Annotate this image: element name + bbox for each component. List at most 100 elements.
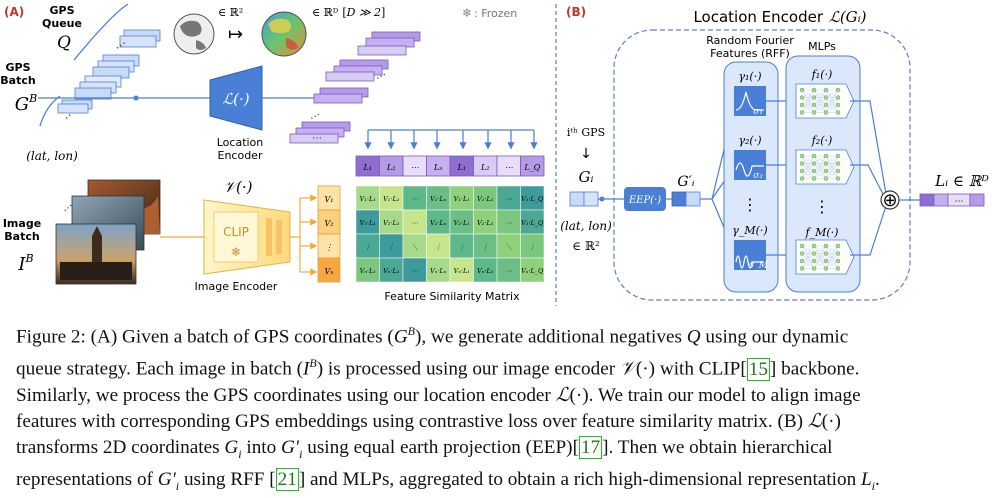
v-cell-0: V₁	[317, 185, 341, 211]
v-label-1: V₂	[325, 219, 334, 228]
matrix-cell-0-7: V₁·L_Q	[520, 185, 545, 211]
mlp-net-1	[795, 149, 855, 185]
matrix-cell-1-7: V₂·L_Q	[520, 209, 545, 235]
v-label-0: V₁	[325, 195, 334, 204]
svg-text:γ_M(·): γ_M(·)	[732, 224, 767, 237]
matrix-cell-1-1: V₂·L₂	[379, 209, 404, 235]
caption-line-6: representations of G′i using RFF [21] an…	[16, 467, 880, 493]
gps-batch-stack	[57, 99, 93, 114]
gps-queue-label-1: GPS	[49, 4, 74, 17]
matrix-label-2-5: ⋮	[482, 243, 489, 251]
l-label-0: L₁	[362, 163, 372, 172]
figure-diagram: (A) ❄ : Frozen GPS Queue Q GPS Batch GB …	[0, 3, 989, 306]
clip-label: CLIP	[223, 225, 249, 239]
matrix-cell-0-4: V₁·L₁	[449, 185, 474, 211]
frozen-label: : Frozen	[474, 7, 517, 20]
matrix-label-0-7: V₁·L_Q	[521, 195, 544, 203]
matrix-cell-0-3: V₁·Lₙ	[426, 185, 451, 211]
location-encoder-block: ℒ(·)	[209, 65, 263, 131]
matrix-cell-2-5: ⋮	[473, 233, 498, 259]
latlon-a: (lat, lon)	[26, 149, 78, 163]
matrix-label-1-1: V₂·L₂	[383, 219, 400, 227]
caption-line-2: queue strategy. Each image in batch (IB)…	[16, 356, 860, 381]
batch-dot	[133, 95, 139, 101]
li-label: Lᵢ ∈ ℝᴰ	[934, 172, 989, 190]
matrix-label-3-6: ⋯	[506, 267, 513, 275]
l-cell-7: L_Q	[520, 155, 545, 177]
encoder-to-v-arrows	[290, 194, 318, 276]
matrix-cell-3-5: Vₙ·L₂	[473, 257, 498, 283]
image-encoder-symbol: 𝒱(·)	[224, 178, 253, 196]
matrix-label-3-3: Vₙ·Lₙ	[430, 267, 447, 275]
v-label-3: Vₙ	[324, 267, 333, 276]
v-cell-3: Vₙ	[317, 257, 341, 283]
l-label-4: L₁	[456, 163, 466, 172]
matrix-cell-0-1: V₁·L₂	[379, 185, 404, 211]
matrix-label-3-1: Vₙ·L₂	[383, 267, 400, 275]
matrix-label-1-6: ⋯	[506, 219, 513, 227]
gi-prime-label: G′ᵢ	[677, 174, 694, 190]
matrix-cell-1-0: V₂·L₁	[355, 209, 380, 235]
mlps-title: MLPs	[808, 40, 836, 53]
matrix-cell-0-5: V₁·L₂	[473, 185, 498, 211]
queue-brace	[73, 3, 129, 61]
location-encoder-container	[613, 29, 911, 301]
mlp-f1: f₁(·)	[811, 68, 833, 81]
matrix-label-0-1: V₁·L₂	[383, 195, 400, 203]
matrix-cell-3-6: ⋯	[496, 257, 521, 283]
matrix-cell-1-2: ⋯	[402, 209, 427, 235]
image-batch-label-1: Image	[3, 217, 41, 230]
rff-title-2: Features (RFF)	[710, 47, 790, 60]
matrix-cell-0-0: V₁·L₁	[355, 185, 380, 211]
panel-a-label: (A)	[4, 5, 24, 19]
gi-vector	[569, 191, 599, 207]
oplus-icon: ⊕	[882, 190, 897, 211]
matrix-cell-2-4: ⋮	[449, 233, 474, 259]
v-cell-2: ⋮	[317, 233, 341, 259]
matrix-cell-2-0: ⋮	[355, 233, 380, 259]
l-cell-5: L₂	[473, 155, 498, 177]
mlp-networks	[795, 83, 855, 275]
figure-caption: Figure 2: (A) Given a batch of GPS coord…	[16, 318, 996, 498]
matrix-cell-1-3: V₂·Lₙ	[426, 209, 451, 235]
svg-text:γ₂(·): γ₂(·)	[738, 134, 761, 147]
matrix-cell-2-3: ⋮	[426, 233, 451, 259]
rff-title-1: Random Fourier	[706, 34, 794, 47]
matrix-cell-0-6: ⋯	[496, 185, 521, 211]
matrix-cell-0-2: ⋯	[402, 185, 427, 211]
l-label-2: ⋯	[411, 163, 419, 172]
embed-to-l-arrows	[364, 129, 538, 150]
gps-batch-label-1: GPS	[5, 61, 30, 74]
matrix-label-0-6: ⋯	[506, 195, 513, 203]
rff-gamma-2: γ₂(·) σ₂	[734, 134, 766, 181]
wave-icon-1	[735, 91, 764, 111]
l-cell-3: Lₙ	[426, 155, 451, 177]
caption-line-3: Similarly, we process the GPS coordinate…	[16, 384, 861, 406]
matrix-cell-3-2: ⋯	[402, 257, 427, 283]
world-map-icon	[261, 11, 307, 57]
matrix-cell-1-4: V₂·L₁	[449, 209, 474, 235]
matrix-label-1-2: ⋯	[412, 219, 419, 227]
mlp-vdots: ⋮	[814, 197, 830, 216]
matrix-label-0-4: V₁·L₁	[454, 195, 470, 203]
snowflake-icon: ❄	[462, 6, 472, 20]
location-embedding-stack	[289, 31, 421, 144]
caption-line-4: features with corresponding GPS embeddin…	[16, 410, 841, 432]
l-label-3: Lₙ	[433, 163, 443, 172]
eep-label: EEP(·)	[628, 195, 661, 206]
gi-label: Gᵢ	[579, 168, 594, 186]
matrix-cell-1-6: ⋯	[496, 209, 521, 235]
mlp-net-0	[795, 83, 855, 119]
matrix-cell-3-0: Vₙ·L₁	[355, 257, 380, 283]
matrix-cell-2-2: ⋱	[402, 233, 427, 259]
gi-prime-vector	[671, 191, 701, 207]
svg-text:σ₂: σ₂	[753, 171, 763, 181]
matrix-cell-3-7: Vₙ·L_Q	[520, 257, 545, 283]
batch-symbol: GB	[15, 92, 37, 115]
matrix-cell-2-6: ⋱	[496, 233, 521, 259]
matrix-label-2-3: ⋮	[435, 243, 442, 251]
l-label-1: L₂	[386, 163, 396, 172]
caption-line-5: transforms 2D coordinates Gi into G′i us…	[16, 435, 833, 461]
